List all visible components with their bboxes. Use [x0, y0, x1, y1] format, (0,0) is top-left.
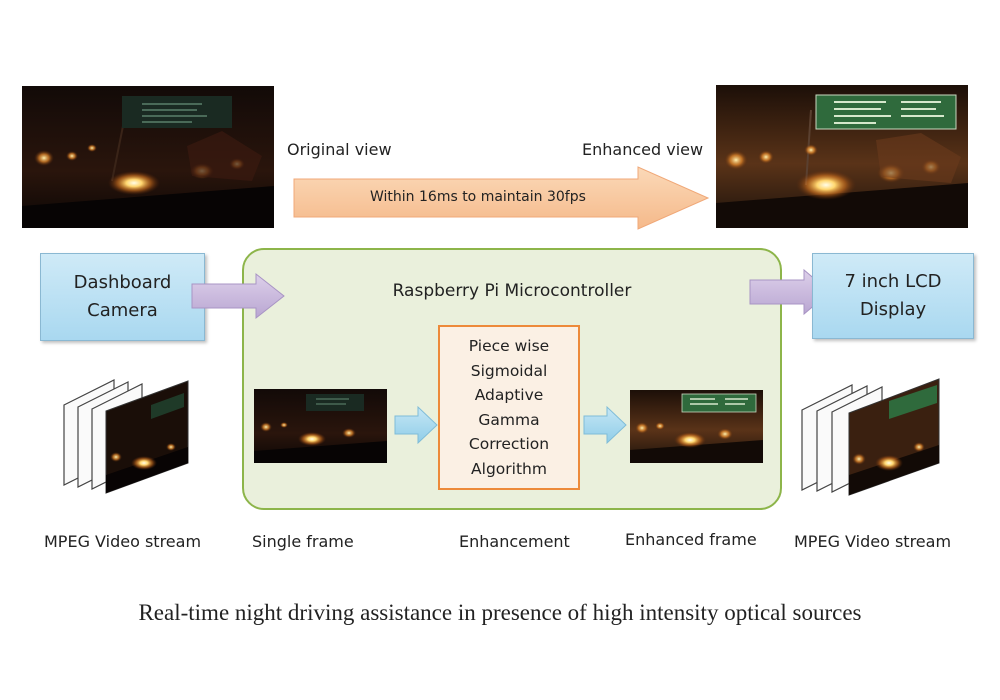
algorithm-box: Piece wise Sigmoidal Adaptive Gamma Corr… [438, 325, 580, 490]
output-video-stream-stack [801, 378, 940, 496]
enhanced-view-label: Enhanced view [582, 140, 704, 159]
original-view-label: Original view [287, 140, 392, 159]
dashboard-camera-box: Dashboard Camera [40, 253, 205, 341]
timing-arrow-text: Within 16ms to maintain 30fps [370, 189, 586, 205]
lcd-display-line1: 7 inch LCD [844, 271, 942, 292]
algorithm-line: Sigmoidal [470, 361, 548, 380]
algorithm-to-enhanced-arrow [583, 405, 627, 445]
camera-to-pi-arrow [191, 272, 285, 320]
lcd-display-line2: Display [859, 299, 927, 320]
output-stream-label: MPEG Video stream [794, 532, 952, 551]
enhanced-view-photo [716, 85, 968, 228]
frame-to-algorithm-arrow [394, 405, 438, 445]
single-frame-photo [254, 389, 387, 463]
input-stream-label: MPEG Video stream [44, 532, 202, 551]
timing-arrow [293, 166, 710, 230]
raspberry-pi-title: Raspberry Pi Microcontroller [392, 281, 632, 301]
algorithm-line: Correction [468, 435, 550, 453]
single-frame-label: Single frame [252, 532, 354, 551]
algorithm-line: Piece wise [468, 337, 550, 355]
enhanced-frame-photo [630, 390, 763, 463]
algorithm-line: Algorithm [471, 459, 547, 478]
input-video-stream-stack [63, 379, 189, 494]
dashboard-camera-line2: Camera [87, 300, 158, 321]
original-view-photo [22, 86, 274, 228]
dashboard-camera-line1: Dashboard [73, 272, 172, 293]
figure-caption: Real-time night driving assistance in pr… [138, 600, 862, 625]
algorithm-line: Adaptive [474, 386, 544, 404]
algorithm-line: Gamma [478, 410, 540, 429]
lcd-display-box: 7 inch LCD Display [812, 253, 974, 339]
enhanced-frame-label: Enhanced frame [625, 530, 757, 549]
enhancement-label: Enhancement [459, 532, 570, 551]
